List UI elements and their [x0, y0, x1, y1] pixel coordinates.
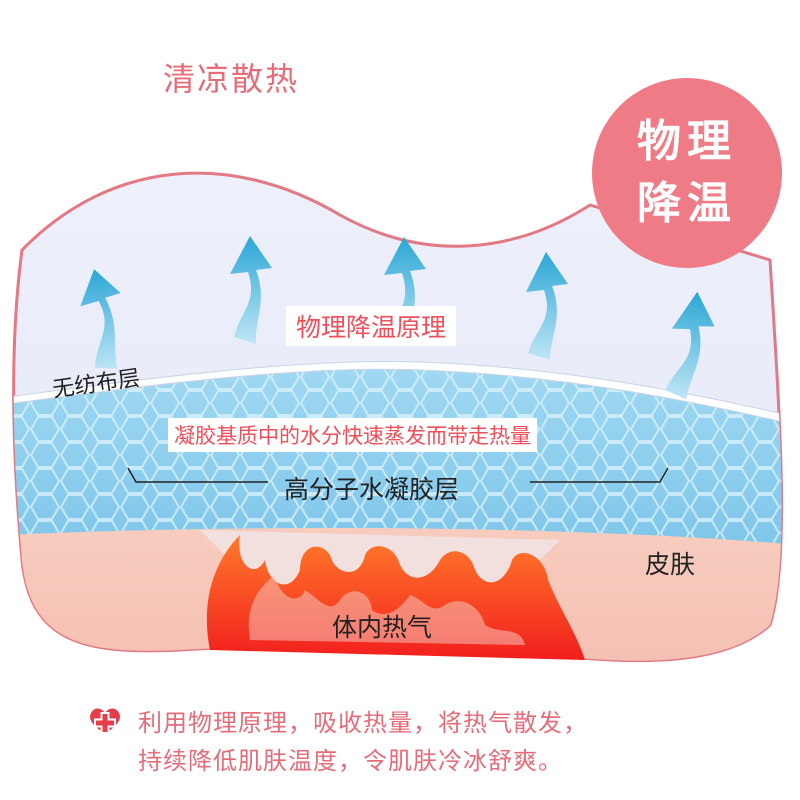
skin-layer	[13, 523, 782, 661]
body-heat-label: 体内热气	[332, 613, 433, 642]
evaporation-effect-label: 凝胶基质中的水分快速蒸发而带走热量	[168, 418, 537, 452]
badge-line-2: 降温	[637, 178, 737, 229]
badge-line-1: 物理	[637, 116, 737, 167]
physical-cooling-badge: 物理 降温	[592, 78, 782, 268]
skin-label: 皮肤	[645, 550, 696, 579]
hydrogel-layer-label: 高分子水凝胶层	[284, 475, 460, 504]
nonwoven-layer	[13, 360, 782, 427]
description-line-2: 持续降低肌肤温度，令肌肤冷冰舒爽。	[138, 747, 563, 775]
flame-icon	[206, 535, 586, 660]
evaporation-arrow-icon	[80, 236, 715, 400]
hydrogel-label-lines	[127, 467, 669, 483]
medical-cross-heart-icon	[90, 708, 120, 734]
description-line-1: 利用物理原理，吸收热量，将热气散发，	[138, 709, 588, 737]
page-title: 清凉散热	[163, 60, 300, 98]
principle-label: 物理降温原理	[286, 306, 457, 346]
